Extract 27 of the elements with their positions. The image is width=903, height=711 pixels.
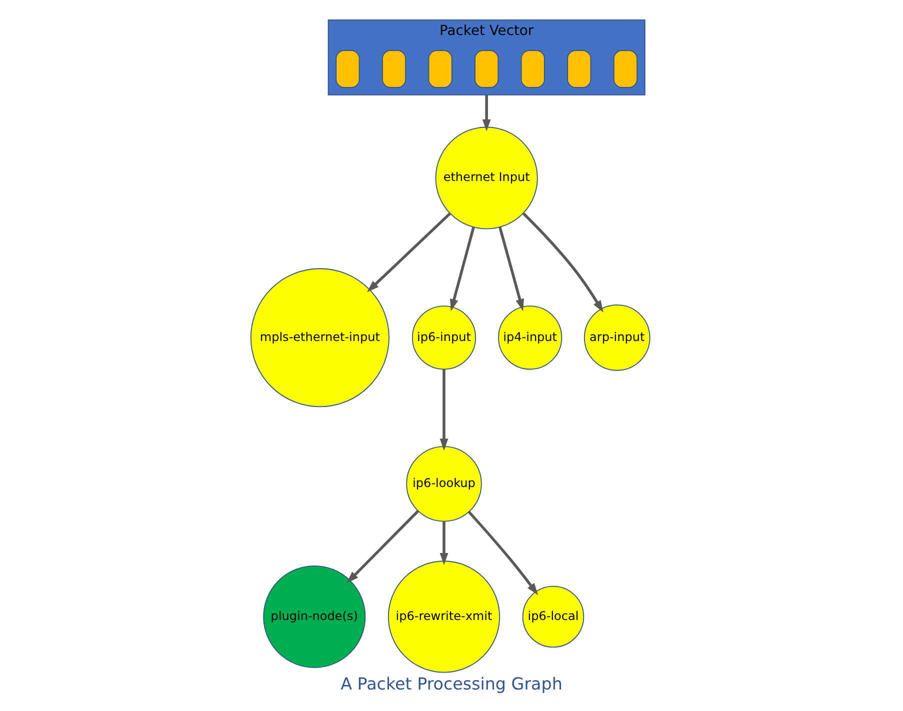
arrow — [346, 510, 420, 584]
node-box — [567, 50, 592, 88]
arrow — [366, 212, 451, 292]
node-box — [336, 50, 360, 88]
arrow — [450, 226, 475, 312]
node-circle: ip6-lookup — [406, 446, 482, 522]
arrow — [440, 369, 448, 451]
cluster: Packet Vector — [328, 19, 646, 96]
node-circle: ip6-rewrite-xmit — [388, 560, 500, 673]
arrow — [440, 521, 448, 566]
node-circle: ip6-input — [412, 306, 476, 370]
node-circle: arp-input — [584, 304, 650, 371]
node-circle: ethernet Input — [435, 126, 538, 230]
arrow — [482, 94, 491, 132]
node-circle: ip4-input — [498, 306, 562, 370]
node-box — [382, 50, 406, 88]
node-circle: ip6-local — [522, 586, 584, 648]
arrow — [522, 212, 604, 313]
node-box — [428, 50, 452, 88]
node-circle: mpls-ethernet-input — [250, 268, 390, 408]
node-box — [474, 50, 499, 88]
arrow — [498, 226, 524, 312]
node-box — [520, 50, 545, 88]
node-box — [613, 50, 638, 88]
arrow — [468, 510, 538, 596]
node-circle: plugin-node(s) — [263, 565, 366, 668]
caption: A Packet Processing Graph — [340, 674, 562, 694]
